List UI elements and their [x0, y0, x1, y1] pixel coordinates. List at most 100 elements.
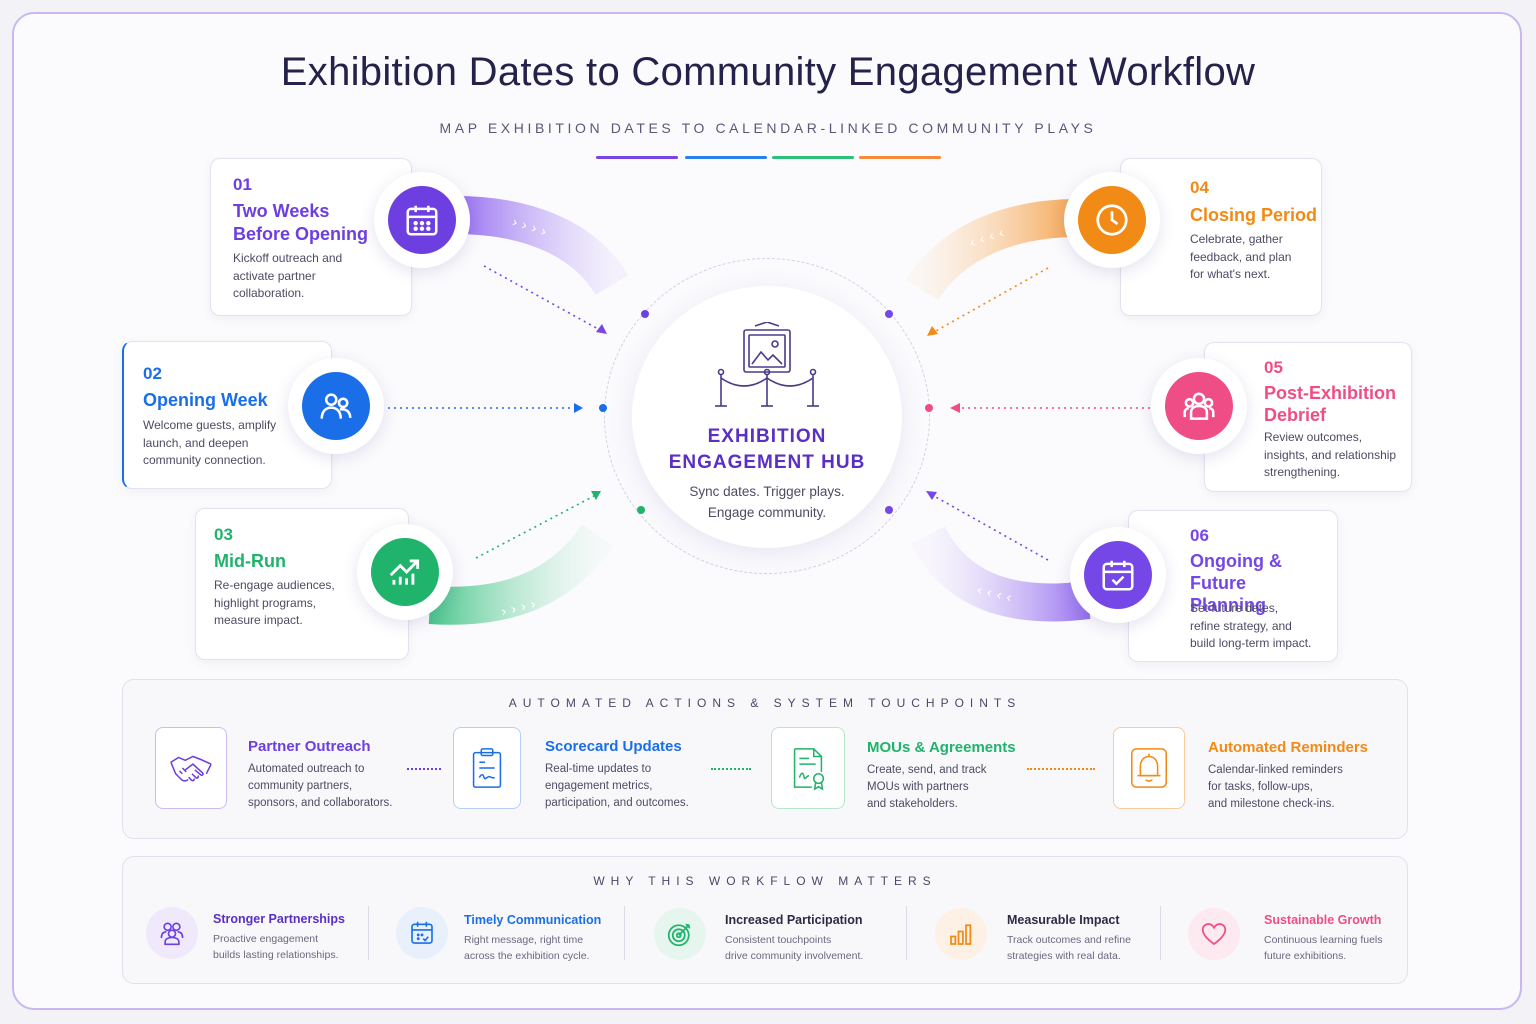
why-description: Proactive engagement builds lasting rela…: [213, 931, 339, 963]
stage-desc-line-1: Celebrate, gather: [1190, 232, 1283, 246]
calendar-icon: [406, 205, 438, 236]
stage-icon-bubble-01: [374, 172, 470, 268]
why-icon-1: [146, 907, 198, 959]
stage-title-line-2: Debrief: [1264, 405, 1327, 425]
stage-title-line-1: Post-Exhibition: [1264, 383, 1396, 403]
hub-title: EXHIBITION ENGAGEMENT HUB: [632, 424, 902, 476]
action-desc-line-2: MOUs with partners: [867, 781, 969, 793]
accent-bar-green: [772, 156, 854, 159]
stage-card-03: 03 Mid-Run Re-engage audiences, highligh…: [195, 508, 409, 660]
stage-desc-line-3: collaboration.: [233, 286, 305, 300]
stage-description: Review outcomes, insights, and relations…: [1264, 429, 1410, 482]
why-desc-line-1: Right message, right time: [464, 934, 584, 946]
why-separator: [906, 906, 907, 960]
stage-title: Two Weeks Before Opening: [233, 200, 403, 246]
stage-icon-bubble-04: [1064, 172, 1160, 268]
action-description: Automated outreach to community partners…: [248, 761, 408, 812]
automated-actions-panel: AUTOMATED ACTIONS & SYSTEM TOUCHPOINTS P…: [122, 679, 1408, 839]
calendar-check-icon: [1102, 560, 1134, 591]
action-icon-box-2: [453, 727, 521, 809]
stage-number: 02: [143, 364, 162, 383]
action-connector-2: [711, 768, 751, 770]
why-title: Timely Communication: [464, 913, 602, 927]
why-desc-line-2: across the exhibition cycle.: [464, 950, 590, 962]
accent-bar-blue: [685, 156, 767, 159]
heart-icon: [1201, 923, 1227, 946]
framed-exhibit-icon: [715, 322, 819, 407]
people-icon: [320, 393, 352, 419]
action-description: Create, send, and track MOUs with partne…: [867, 762, 1027, 813]
why-icon-4: [935, 908, 987, 960]
stage-title: Post-Exhibition Debrief: [1264, 382, 1409, 426]
stage-desc-line-3: for what's next.: [1190, 267, 1271, 281]
why-desc-line-2: drive community involvement.: [725, 950, 864, 962]
why-heading: WHY THIS WORKFLOW MATTERS: [593, 874, 937, 888]
stage-description: Kickoff outreach and activate partner co…: [233, 250, 403, 303]
stage-desc-line-2: feedback, and plan: [1190, 249, 1292, 264]
why-separator: [624, 906, 625, 960]
why-description: Continuous learning fuels future exhibit…: [1264, 932, 1383, 964]
stage-desc-line-1: Re-engage audiences,: [214, 578, 335, 592]
why-title: Stronger Partnerships: [213, 912, 345, 926]
why-desc-line-2: future exhibitions.: [1264, 950, 1347, 962]
stage-desc-line-2: refine strategy, and: [1190, 618, 1292, 633]
hub-subtitle-line-1: Sync dates. Trigger plays.: [689, 484, 845, 499]
why-title: Sustainable Growth: [1264, 913, 1382, 927]
hub-dot-05: [925, 404, 933, 412]
stage-description: Celebrate, gather feedback, and plan for…: [1190, 231, 1320, 284]
why-desc-line-1: Proactive engagement: [213, 933, 319, 945]
stage-number: 01: [233, 175, 252, 194]
why-description: Right message, right time across the exh…: [464, 932, 589, 964]
stage-title-line-2: Planning: [1190, 595, 1266, 615]
action-connector-1: [407, 768, 441, 770]
stage-desc-line-3: strengthening.: [1264, 465, 1341, 479]
action-title: Automated Reminders: [1208, 739, 1369, 756]
people-icon: [160, 922, 184, 946]
stage-title: Opening Week: [143, 389, 323, 412]
action-desc-line-1: Calendar-linked reminders: [1208, 764, 1343, 776]
stage-title: Mid-Run: [214, 550, 394, 573]
why-icon-2: [396, 907, 448, 959]
stage-desc-line-2: highlight programs,: [214, 595, 317, 610]
stage-desc-line-2: activate partner: [233, 268, 316, 283]
action-title: Partner Outreach: [248, 738, 371, 755]
action-icon-box-1: [155, 727, 227, 809]
action-icon-box-4: [1113, 727, 1185, 809]
why-separator: [1160, 906, 1161, 960]
stage-title: Ongoing & Future Planning: [1190, 550, 1335, 616]
hub-subtitle: Sync dates. Trigger plays. Engage commun…: [632, 481, 902, 523]
action-desc-line-3: and stakeholders.: [867, 798, 958, 810]
action-connector-3: [1027, 768, 1095, 770]
trend-chart-icon: [389, 559, 420, 585]
why-icon-5: [1188, 908, 1240, 960]
stage-icon-bubble-02: [288, 358, 384, 454]
why-description: Track outcomes and refine strategies wit…: [1007, 932, 1131, 964]
why-desc-line-1: Continuous learning fuels: [1264, 934, 1383, 946]
hub-dot-02: [599, 404, 607, 412]
stage-desc-line-2: insights, and relationship: [1264, 447, 1397, 462]
accent-bar-orange: [859, 156, 941, 159]
why-title: Measurable Impact: [1007, 913, 1120, 927]
stage-title-line-1: Mid-Run: [214, 551, 286, 571]
stage-desc-line-1: Welcome guests, amplify: [143, 418, 277, 432]
stage-title-line-1: Two Weeks: [233, 201, 330, 221]
certificate-icon: [793, 748, 825, 791]
stage-title-line-2: Before Opening: [233, 224, 369, 244]
action-title: Scorecard Updates: [545, 738, 682, 755]
stage-desc-line-1: Kickoff outreach and: [233, 251, 343, 265]
action-description: Real-time updates to engagement metrics,…: [545, 761, 715, 812]
action-desc-line-1: Real-time updates to: [545, 763, 652, 775]
action-desc-line-1: Automated outreach to: [248, 763, 365, 775]
stage-icon-bubble-05: [1151, 358, 1247, 454]
stage-number: 04: [1190, 178, 1209, 197]
why-icon-3: [654, 908, 706, 960]
stage-number: 06: [1190, 526, 1209, 545]
stage-title-line-1: Opening Week: [143, 390, 268, 410]
stage-icon-bubble-06: [1070, 527, 1166, 623]
why-desc-line-1: Consistent touchpoints: [725, 934, 832, 946]
hub-title-line-2: ENGAGEMENT HUB: [668, 452, 866, 473]
why-separator: [368, 906, 369, 960]
target-icon: [667, 923, 691, 947]
why-title: Increased Participation: [725, 913, 863, 927]
hub-title-line-1: EXHIBITION: [707, 426, 827, 447]
